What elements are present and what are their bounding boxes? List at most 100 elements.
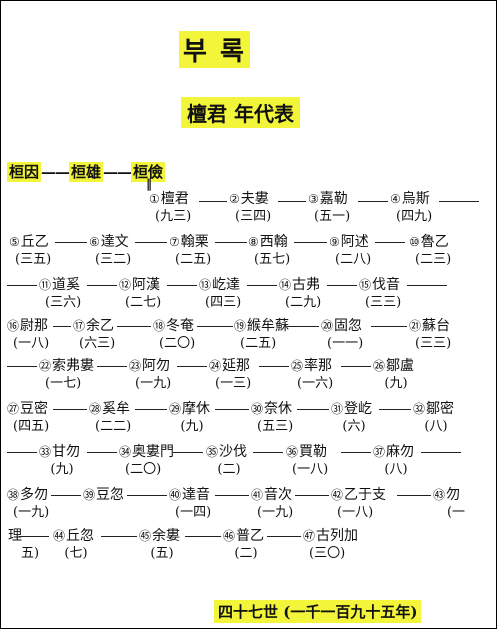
connector-line	[259, 366, 289, 367]
ruler-number: ㉑	[409, 319, 422, 333]
reign-years: (一八)	[292, 462, 329, 477]
ruler-entry: ⑱冬奄(二〇)	[153, 318, 196, 352]
ruler-name: 伐音	[372, 277, 401, 293]
ancestor-name: 桓因	[7, 162, 42, 182]
ruler-number: ㊻	[223, 529, 236, 543]
ruler-number: ⑮	[359, 278, 372, 292]
reign-years: (九)	[50, 462, 74, 477]
connector-line	[295, 495, 329, 496]
ruler-entry: ⑬屹達(四三)	[199, 277, 241, 311]
ruler-entry: ①檀君(九三)	[149, 191, 192, 225]
reign-years: (二二)	[95, 419, 132, 434]
reign-years: (三二)	[95, 252, 132, 267]
ruler-number: ㊼	[303, 529, 316, 543]
connector-line	[127, 495, 167, 496]
ancestor-name: 桓儉	[131, 162, 166, 182]
connector-line	[101, 536, 137, 537]
ruler-entry: ㉗豆密(四五)	[7, 401, 50, 435]
ruler-entry: ㊵達音(一四)	[169, 487, 211, 521]
reign-years: (三〇)	[309, 546, 346, 561]
reign-years: (一八)	[13, 336, 50, 351]
ruler-name: 麻勿	[386, 444, 415, 460]
ruler-name: 嘉勒	[319, 191, 348, 207]
reign-years: (二〇)	[159, 336, 196, 351]
connector-line	[327, 285, 357, 286]
connector-line	[253, 452, 283, 453]
reign-years: (五一)	[314, 209, 351, 224]
reign-years: (四九)	[396, 209, 433, 224]
ruler-entry: ㊳多勿(一九)	[7, 487, 49, 521]
page-subtitle: 檀君 年代表	[181, 97, 300, 128]
ruler-name: 丘乙	[20, 234, 49, 250]
reign-years: (三三)	[365, 295, 402, 310]
reign-years: (六)	[342, 419, 366, 434]
connector-line	[287, 326, 319, 327]
ruler-entry: ⑭古弗(二九)	[279, 277, 321, 311]
ruler-entry: ㉕率那(一六)	[291, 358, 333, 392]
ruler-number: ㉙	[169, 402, 182, 416]
ruler-name: 冬奄	[166, 318, 195, 334]
ruler-number: ㉔	[209, 359, 222, 373]
ruler-number: ㉒	[39, 359, 52, 373]
connector-line	[379, 409, 411, 410]
ruler-name: 阿勿	[142, 358, 171, 374]
lineage-connector: ‖	[146, 177, 152, 191]
ruler-name: 檀君	[160, 191, 189, 207]
ruler-entry: ㉚奈休(五三)	[251, 401, 293, 435]
ruler-entry: ⑪道奚(三六)	[39, 277, 82, 311]
ruler-entry: ㉖鄒盧(九)	[373, 358, 415, 392]
reign-years: (九三)	[155, 209, 192, 224]
ruler-name: 率那	[304, 358, 333, 374]
connector-line	[51, 495, 81, 496]
reign-years: (二)	[217, 462, 241, 477]
connector-line	[397, 495, 431, 496]
reign-years: (四五)	[13, 419, 50, 434]
ruler-name: 普乙	[236, 528, 265, 544]
ruler-number: ⑫	[119, 278, 132, 292]
ruler-entry: ㊱買勒(一八)	[286, 444, 329, 478]
connector-line	[278, 201, 306, 202]
reign-years: (二五)	[175, 252, 212, 267]
ruler-number: ㉓	[129, 359, 142, 373]
reign-years: (一九)	[257, 505, 294, 520]
ruler-name: 摩休	[182, 401, 211, 417]
reign-years: (三六)	[45, 295, 82, 310]
ruler-entry: ㊴豆忽	[83, 487, 125, 504]
ruler-entry: ㉓阿勿(一九)	[129, 358, 171, 392]
connector-line	[173, 452, 203, 453]
generation-summary: 四十七世 (一千一百九十五年)	[214, 600, 422, 623]
ruler-entry: ⑨阿述(二八)	[329, 234, 371, 268]
ruler-number: ㉗	[7, 402, 20, 416]
ruler-name: 西翰	[259, 234, 288, 250]
ruler-name: 豆忽	[96, 487, 125, 503]
reign-years: (一七)	[45, 376, 82, 391]
ancestor-lineage: 桓因——桓雄——桓儉	[7, 162, 166, 182]
ruler-entry: ㊲麻勿(八)	[373, 444, 415, 478]
connector-line	[197, 326, 233, 327]
ruler-name: 多勿	[20, 487, 49, 503]
ruler-number: ㉞	[119, 445, 132, 459]
reign-years: (一八)	[337, 505, 374, 520]
ruler-entry: ⑮伐音 (三三)	[359, 277, 402, 311]
connector-line	[177, 366, 207, 367]
ruler-name: 鄒盧	[386, 358, 415, 374]
ruler-number: ⑨	[329, 235, 340, 249]
reign-years: (一一)	[327, 336, 364, 351]
ruler-number: ④	[390, 192, 401, 206]
ruler-number: ㊹	[53, 529, 66, 543]
ruler-number: ⑬	[199, 278, 212, 292]
connector-line	[87, 452, 117, 453]
ruler-entry: ⑫阿漢(二七)	[119, 277, 161, 311]
ruler-entry: ⑰余乙(六三)	[73, 318, 115, 352]
ruler-entry: ⑤丘乙(三五)	[9, 234, 51, 268]
ancestor-name: 桓雄	[69, 162, 104, 182]
ruler-entry: ㊶音次(一九)	[251, 487, 294, 521]
connector-line	[97, 366, 127, 367]
ruler-name: 古弗	[292, 277, 321, 293]
ruler-entry: ㊸勿(一	[433, 487, 473, 521]
connector-line	[7, 452, 37, 453]
ruler-name: 索弗婁	[52, 358, 95, 374]
reign-years: (二)	[234, 546, 258, 561]
ruler-entry: ㊺余婁(五)	[139, 528, 180, 562]
reign-years: (八)	[424, 419, 448, 434]
